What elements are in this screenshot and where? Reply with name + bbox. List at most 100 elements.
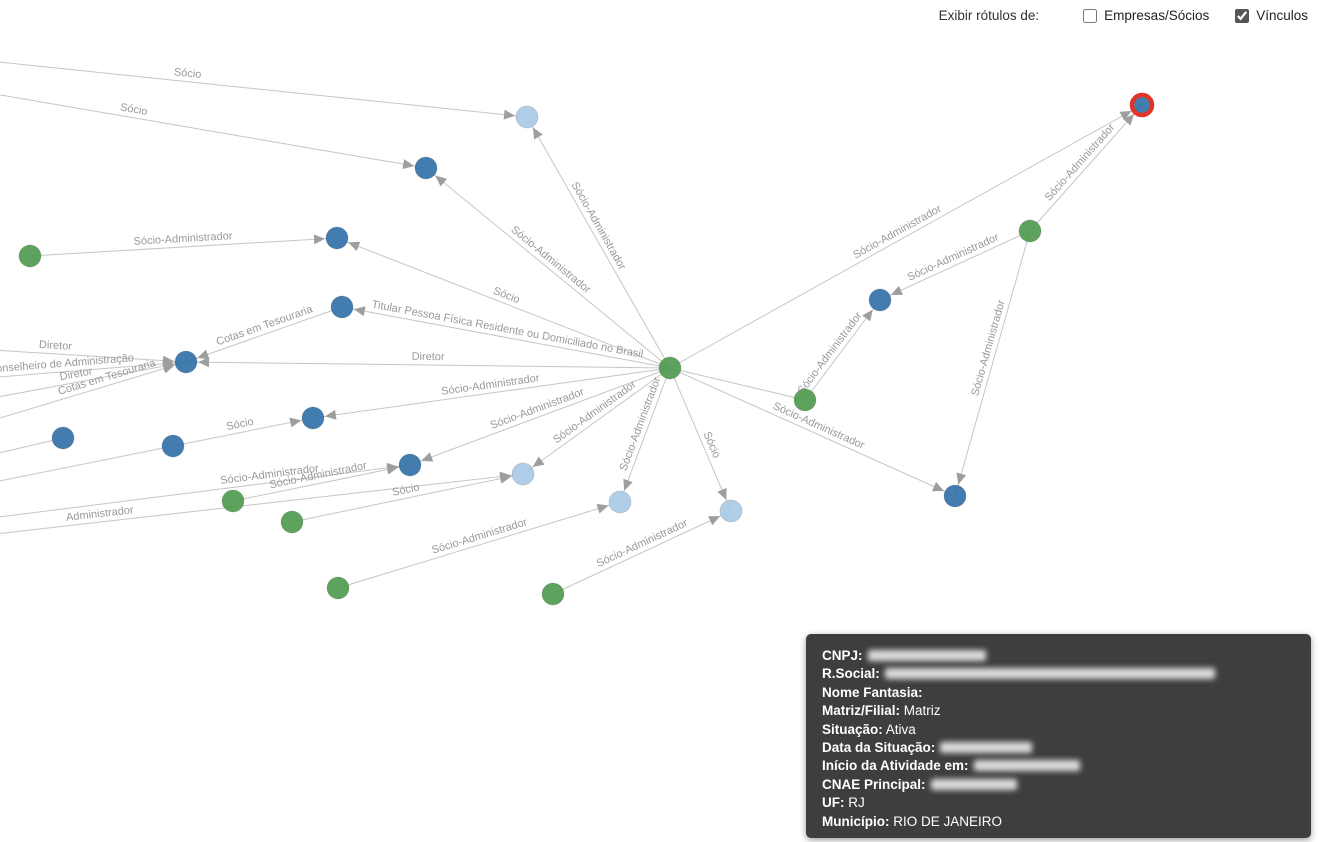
graph-edge: [337, 501, 621, 589]
graph-edge: [879, 230, 1031, 301]
graph-node[interactable]: [221, 489, 245, 513]
edge-arrow: [623, 478, 633, 491]
graph-edge: [0, 94, 427, 169]
edge-label: Sócio: [225, 416, 254, 433]
empresas-socios-checkbox[interactable]: [1083, 8, 1098, 23]
edge-arrow: [348, 241, 361, 252]
graph-node[interactable]: [326, 576, 350, 600]
graph-node[interactable]: [280, 510, 304, 534]
graph-node[interactable]: [515, 105, 539, 129]
graph-node[interactable]: [325, 226, 349, 250]
edge-label: Sócio-Administrador: [509, 224, 593, 296]
edge-label: Diretor: [412, 351, 445, 363]
edge-arrow: [1119, 110, 1132, 121]
edge-label: Sócio-Administrador: [969, 298, 1008, 397]
graph-edge: [669, 367, 806, 401]
graph-edge: [669, 104, 1143, 369]
graph-node[interactable]: [868, 288, 892, 312]
vinculos-checkbox[interactable]: [1235, 8, 1250, 23]
edge-label: Sócio-Administrador: [771, 400, 867, 452]
edge-arrow: [1122, 113, 1135, 126]
edges-layer: [0, 61, 1143, 595]
graph-edge: [0, 361, 187, 398]
edge-arrow: [313, 234, 326, 245]
edge-arrow: [197, 349, 210, 360]
tooltip-row: Nome Fantasia:: [822, 684, 1295, 702]
graph-edge: [172, 417, 314, 447]
tooltip-field-label: Nome Fantasia:: [822, 684, 923, 700]
graph-node[interactable]: [18, 244, 42, 268]
redacted-value: [973, 760, 1080, 772]
edge-label: Sócio-Administrador: [430, 516, 529, 556]
graph-node[interactable]: [414, 156, 438, 180]
graph-node[interactable]: [301, 406, 325, 430]
redacted-value: [930, 778, 1017, 790]
edge-arrow: [862, 309, 873, 322]
checkbox-empresas-socios[interactable]: Empresas/Sócios: [1083, 8, 1209, 23]
edge-arrow: [890, 285, 903, 295]
graph-node[interactable]: [51, 426, 75, 450]
tooltip-row: Data da Situação:: [822, 739, 1295, 757]
graph-edge: [425, 167, 671, 369]
graph-node[interactable]: [658, 356, 682, 380]
graph-edge: [619, 367, 671, 503]
edge-arrow: [353, 306, 366, 317]
tooltip-field-label: Início da Atividade em:: [822, 758, 969, 774]
graph-node[interactable]: [1018, 219, 1042, 243]
edge-label: Sócio-Administrador: [441, 372, 541, 398]
graph-edge: [552, 510, 732, 595]
edge-arrow: [503, 109, 516, 120]
graph-edge: [669, 367, 956, 497]
tooltip-field-label: CNPJ:: [822, 648, 863, 663]
graph-node[interactable]: [330, 295, 354, 319]
tooltip-row: Matriz/Filial: Matriz: [822, 702, 1295, 720]
edge-label: Sócio-Administrador: [569, 180, 629, 272]
edge-label: Sócio-Administrador: [551, 378, 639, 446]
edge-arrow: [532, 127, 543, 140]
edge-label: Sócio: [491, 285, 521, 306]
graph-edge: [341, 306, 671, 369]
graph-edge: [669, 367, 732, 512]
graph-node[interactable]: [943, 484, 967, 508]
edge-label: Sócio-Administrador: [796, 310, 865, 397]
graph-node[interactable]: [541, 582, 565, 606]
tooltip-field-value: Matriz: [900, 703, 941, 719]
edge-label: Diretor: [59, 365, 94, 383]
tooltip-row: CNAE Principal:: [822, 776, 1295, 794]
graph-edge: [336, 237, 671, 369]
tooltip-field-label: Matriz/Filial:: [822, 703, 901, 719]
edge-label: Sócio-Administrador: [268, 460, 368, 492]
graph-node[interactable]: [398, 453, 422, 477]
graph-node[interactable]: [161, 434, 185, 458]
edge-arrow: [402, 159, 415, 170]
tooltip-row: Município: RIO DE JANEIRO: [822, 813, 1295, 831]
graph-edge: [954, 230, 1031, 497]
company-tooltip: CNPJ:R.Social:Nome Fantasia:Matriz/Filia…: [806, 634, 1311, 838]
edge-label: Sócio-Administrador: [133, 230, 233, 248]
graph-node[interactable]: [608, 490, 632, 514]
tooltip-field-label: Situação:: [822, 721, 883, 737]
edge-label: Sócio-Administrador: [906, 231, 1001, 283]
edge-arrow: [197, 357, 210, 368]
graph-edge: [232, 464, 411, 502]
edge-arrow: [499, 473, 512, 484]
edge-arrow: [162, 363, 175, 374]
graph-edge: [0, 61, 528, 118]
tooltip-field-value: RJ: [844, 795, 865, 811]
graph-node-selected[interactable]: [1129, 92, 1155, 118]
graph-edge: [0, 361, 187, 378]
edge-arrow: [421, 452, 434, 462]
graph-edge: [526, 116, 671, 369]
edge-label: Sócio-Administrador: [1043, 121, 1118, 203]
checkbox-vinculos[interactable]: Vínculos: [1235, 8, 1308, 23]
tooltip-field-label: CNAE Principal:: [822, 776, 926, 792]
graph-node[interactable]: [793, 388, 817, 412]
graph-node[interactable]: [719, 499, 743, 523]
edge-label: Sócio-Administrador: [851, 203, 944, 262]
tooltip-row: Situação: Ativa: [822, 721, 1295, 739]
graph-node[interactable]: [174, 350, 198, 374]
tooltip-field-value: RIO DE JANEIRO: [889, 813, 1003, 829]
graph-node[interactable]: [511, 462, 535, 486]
empresas-socios-label: Empresas/Sócios: [1104, 8, 1210, 23]
